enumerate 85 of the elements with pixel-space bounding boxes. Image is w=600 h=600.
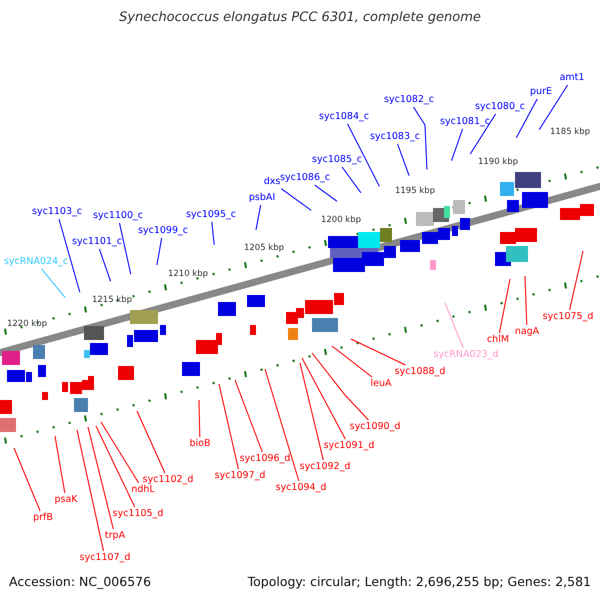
leader-line bbox=[256, 204, 262, 230]
gene-label: bioB bbox=[190, 438, 210, 450]
leader-line bbox=[444, 302, 464, 348]
gene-label: syc1100_c bbox=[93, 210, 143, 222]
title: Synechococcus elongatus PCC 6301, complete genome bbox=[118, 10, 482, 25]
gene-label: syc1105_d bbox=[112, 508, 164, 520]
accession-text: Accession: NC_006576 bbox=[9, 574, 152, 589]
leader-line bbox=[234, 380, 263, 452]
gene-label: syc1080_c bbox=[475, 101, 525, 113]
leader-line bbox=[413, 106, 428, 170]
leader-line bbox=[314, 184, 338, 202]
gene-label: psaK bbox=[54, 494, 78, 506]
leader-line bbox=[516, 98, 538, 138]
gene-label: trpA bbox=[104, 530, 126, 542]
leader-line bbox=[302, 358, 346, 440]
leader-line bbox=[88, 426, 114, 530]
leader-line bbox=[211, 222, 215, 246]
gene-label: syc1102_d bbox=[142, 474, 194, 486]
gene-label: syc1086_c bbox=[280, 172, 330, 184]
leader-line bbox=[96, 426, 136, 508]
leader-line bbox=[100, 422, 140, 484]
scale-label: 1215 kbp bbox=[92, 295, 132, 305]
scale-label: 1190 kbp bbox=[478, 157, 518, 167]
gene-label: syc1103_c bbox=[32, 206, 82, 218]
gene-label: syc1097_d bbox=[214, 470, 266, 482]
gene-label: syc1094_d bbox=[276, 482, 326, 494]
gene-label: syc1099_c bbox=[138, 225, 188, 237]
scale-label: 1200 kbp bbox=[320, 215, 362, 225]
leader-line bbox=[98, 248, 112, 282]
leader-line bbox=[41, 268, 66, 298]
gene-label: syc1075_d bbox=[542, 311, 594, 323]
leader-line bbox=[119, 222, 132, 275]
gene-label: syc1084_c bbox=[319, 111, 369, 123]
leader-line bbox=[198, 400, 200, 438]
gene-label: ndhL bbox=[131, 484, 155, 496]
gene-label: syc1107_d bbox=[80, 552, 130, 564]
leader-line bbox=[14, 448, 41, 512]
gene-label: syc1088_d bbox=[394, 366, 446, 378]
leader-line bbox=[451, 128, 464, 162]
leader-line bbox=[58, 218, 80, 293]
leader-line bbox=[498, 278, 510, 334]
leader-line bbox=[280, 188, 312, 211]
gene-label: prfB bbox=[33, 512, 53, 524]
leader-line bbox=[524, 276, 528, 326]
gene-label: syc1082_c bbox=[384, 94, 434, 106]
genome-summary-text: Topology: circular; Length: 2,696,255 bp; Genes: 2,581 bbox=[248, 574, 591, 589]
scale-label: 1205 kbp bbox=[244, 243, 284, 253]
scale-label: 1220 kbp bbox=[6, 319, 48, 329]
leader-line bbox=[350, 338, 406, 366]
leader-line bbox=[264, 368, 300, 482]
gene-label: sycRNA023_d bbox=[434, 349, 498, 361]
gene-label: leuA bbox=[370, 378, 392, 390]
leader-line bbox=[569, 250, 584, 310]
leader-line bbox=[300, 362, 324, 460]
leader-line bbox=[54, 436, 66, 494]
leader-line bbox=[332, 346, 372, 378]
gene-label: syc1090_d bbox=[350, 421, 400, 433]
gene-label: purE bbox=[530, 86, 552, 98]
leader-line bbox=[342, 166, 362, 194]
gene-label: syc1101_c bbox=[72, 236, 122, 248]
gene-label: dxs bbox=[264, 176, 280, 188]
leader-line bbox=[156, 238, 162, 266]
leader-line bbox=[218, 384, 239, 470]
leader-line bbox=[397, 144, 410, 176]
gene-label: syc1091_d bbox=[324, 440, 374, 452]
gene-label: amt1 bbox=[560, 72, 584, 84]
gene-label: syc1081_c bbox=[440, 116, 490, 128]
leader-line bbox=[347, 124, 380, 187]
gene-label: syc1095_c bbox=[186, 209, 236, 221]
leader-line bbox=[76, 430, 104, 552]
gene-label: syc1085_c bbox=[312, 154, 362, 166]
gene-label: syc1092_d bbox=[300, 461, 350, 473]
gene-label: chlM bbox=[486, 334, 510, 346]
leader-line bbox=[470, 114, 496, 155]
leader-line bbox=[136, 410, 166, 474]
scale-label: 1195 kbp bbox=[394, 186, 436, 196]
gene-label: syc1083_c bbox=[370, 131, 420, 143]
gene-label: psbAI bbox=[248, 192, 276, 204]
leader-line bbox=[312, 352, 369, 420]
scale-label: 1210 kbp bbox=[168, 269, 208, 279]
gene-label: syc1096_d bbox=[240, 453, 290, 465]
scale-label: 1185 kbp bbox=[550, 127, 590, 137]
gene-label: sycRNA024_c bbox=[4, 256, 68, 268]
gene-label: nagA bbox=[514, 326, 540, 338]
leader-line bbox=[538, 84, 568, 130]
